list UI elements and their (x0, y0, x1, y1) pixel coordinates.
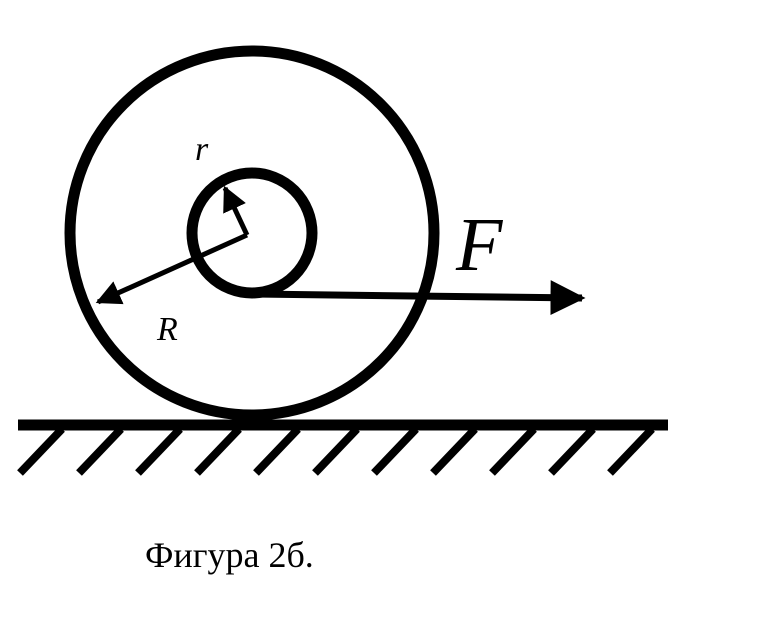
inner-axle (186, 167, 318, 299)
force-label: F (455, 203, 504, 287)
hatch-line (607, 426, 655, 476)
inner-radius-label: r (195, 131, 209, 168)
hatch-line (489, 426, 537, 476)
hatch-line (194, 426, 242, 476)
outer-wheel (64, 45, 440, 421)
outer-radius-arrow (95, 232, 249, 305)
inner-radius-arrow (222, 185, 250, 237)
hatch-line (253, 426, 301, 476)
outer-radius-label: R (156, 311, 178, 348)
hatch-line (371, 426, 419, 476)
hatch-line (312, 426, 360, 476)
figure-caption: Фигура 2б. (145, 535, 314, 575)
force-arrow (249, 280, 586, 316)
hatch-line (76, 426, 124, 476)
hatch-line (17, 426, 65, 476)
ground-hatching (17, 426, 655, 476)
hatch-line (135, 426, 183, 476)
hatch-line (548, 426, 596, 476)
hatch-line (430, 426, 478, 476)
